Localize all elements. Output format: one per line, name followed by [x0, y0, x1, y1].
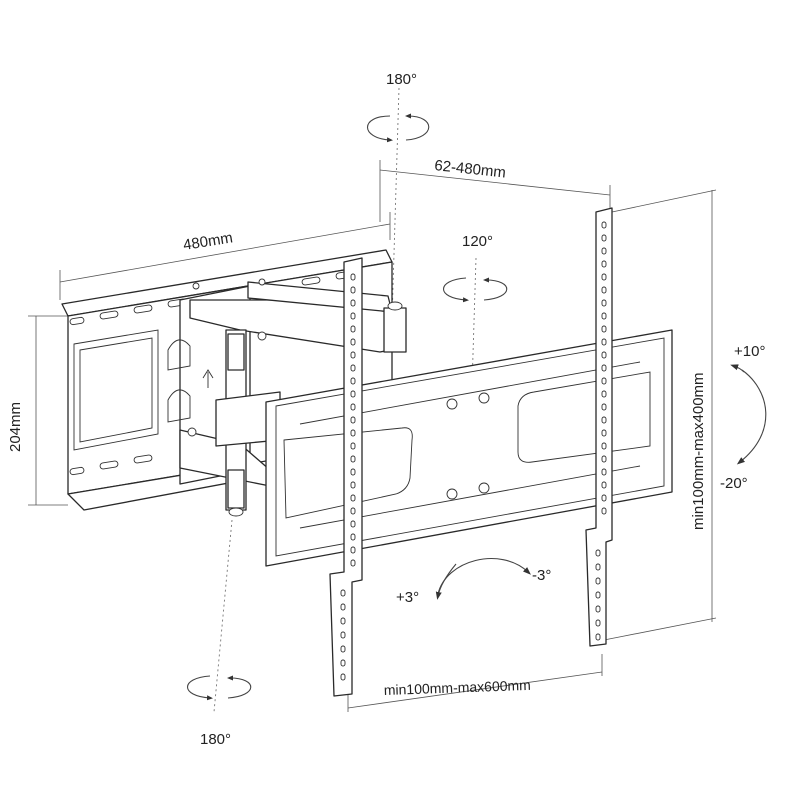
- bracket-hole: [595, 605, 601, 613]
- bracket-hole: [350, 299, 356, 307]
- level-arrow: [435, 558, 531, 600]
- rotation-bottom: [187, 675, 252, 701]
- bracket-hole: [340, 617, 346, 625]
- bracket-hole: [350, 546, 356, 554]
- bracket-hole: [595, 563, 601, 571]
- bracket-hole: [350, 520, 356, 528]
- bracket-hole: [350, 286, 356, 294]
- bracket-hole: [595, 591, 601, 599]
- bracket-hole: [350, 351, 356, 359]
- rotation-mid: [443, 277, 508, 303]
- swivel-top-label: 180°: [386, 71, 417, 88]
- bracket-hole: [350, 416, 356, 424]
- bracket-hole: [340, 673, 346, 681]
- bracket-hole: [595, 619, 601, 627]
- wall-height-label: 204mm: [7, 402, 24, 452]
- bracket-hole: [601, 429, 607, 437]
- bracket-hole: [601, 377, 607, 385]
- vesa-vertical-label: min100mm-max400mm: [690, 372, 707, 530]
- tilt-down-label: -20°: [720, 475, 748, 492]
- bracket-hole: [595, 633, 601, 641]
- bracket-hole: [595, 577, 601, 585]
- bracket-hole: [595, 549, 601, 557]
- bracket-hole: [340, 659, 346, 667]
- bracket-hole: [601, 234, 607, 242]
- bracket-hole: [340, 645, 346, 653]
- level-plus-label: +3°: [396, 589, 419, 606]
- bracket-hole: [350, 559, 356, 567]
- bracket-hole: [350, 494, 356, 502]
- tilt-arrow: [730, 364, 767, 465]
- bracket-hole: [601, 390, 607, 398]
- arm-width-label: 480mm: [182, 229, 234, 254]
- bracket-hole: [350, 312, 356, 320]
- tv-plate: [265, 329, 673, 567]
- bracket-hole: [601, 260, 607, 268]
- bracket-hole: [350, 390, 356, 398]
- rotation-top: [366, 113, 430, 143]
- bracket-hole: [601, 325, 607, 333]
- bracket-hole: [601, 403, 607, 411]
- bracket-hole: [350, 507, 356, 515]
- bracket-hole: [601, 507, 607, 515]
- bracket-hole: [350, 338, 356, 346]
- bracket-hole: [350, 442, 356, 450]
- bracket-hole: [340, 603, 346, 611]
- bracket-hole: [350, 273, 356, 281]
- bracket-hole: [350, 364, 356, 372]
- bracket-hole: [340, 631, 346, 639]
- vesa-horizontal-label: min100mm-max600mm: [384, 677, 532, 698]
- bracket-hole: [601, 468, 607, 476]
- tv-bracket-right: [585, 207, 613, 647]
- tilt-up-label: +10°: [734, 343, 765, 360]
- bracket-hole: [601, 494, 607, 502]
- swivel-mid-label: 120°: [462, 233, 493, 250]
- bracket-hole: [601, 455, 607, 463]
- tv-bracket-left: [329, 257, 363, 697]
- bracket-hole: [601, 364, 607, 372]
- bracket-hole: [601, 221, 607, 229]
- bracket-hole: [350, 377, 356, 385]
- bracket-hole: [350, 481, 356, 489]
- bracket-hole: [350, 429, 356, 437]
- level-minus-label: -3°: [532, 567, 551, 584]
- bracket-hole: [601, 247, 607, 255]
- bracket-hole: [350, 455, 356, 463]
- bracket-hole: [601, 351, 607, 359]
- swivel-bottom-label: 180°: [200, 731, 231, 748]
- bracket-hole: [350, 325, 356, 333]
- bracket-hole: [350, 403, 356, 411]
- bracket-hole: [601, 273, 607, 281]
- dimension-lines: [28, 160, 717, 712]
- bracket-hole: [601, 338, 607, 346]
- bracket-hole: [601, 481, 607, 489]
- bracket-hole: [350, 533, 356, 541]
- bracket-hole: [601, 442, 607, 450]
- bracket-hole: [601, 312, 607, 320]
- bracket-hole: [340, 589, 346, 597]
- arm-extension-label: 62-480mm: [434, 157, 507, 181]
- bracket-hole: [350, 468, 356, 476]
- bracket-hole: [601, 416, 607, 424]
- bracket-hole: [601, 286, 607, 294]
- bracket-hole: [601, 299, 607, 307]
